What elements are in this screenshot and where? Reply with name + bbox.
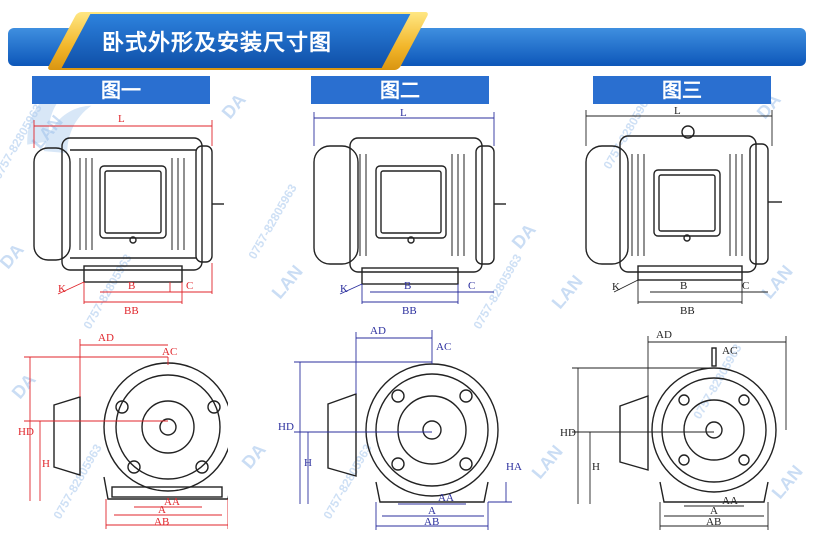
watermark-brand: DA — [238, 440, 270, 473]
dim-label: AD — [98, 332, 114, 344]
dim-label: B — [680, 280, 687, 292]
figure-1-front-view: AD AC HD H AA A AB — [18, 332, 228, 529]
dim-label: AB — [424, 516, 439, 528]
figure-1-label: 图一 — [32, 76, 210, 104]
dim-label: B — [404, 280, 411, 292]
figure-2-front-view: AD AC HD H HA AA A AB — [278, 325, 522, 530]
dim-label: K — [612, 281, 620, 293]
dim-label: AD — [370, 325, 386, 337]
figure-3-label: 图三 — [593, 76, 771, 104]
dim-label: HD — [560, 427, 576, 439]
figure-2-side-view: L B C BB K — [313, 108, 506, 317]
dim-label: BB — [680, 305, 695, 317]
dim-label: AC — [722, 345, 737, 357]
watermark-phone: 0757-82805963 — [245, 181, 299, 261]
dim-label: HD — [278, 421, 294, 433]
dim-label: AB — [706, 516, 721, 528]
dim-label: H — [42, 458, 50, 470]
dim-label: B — [128, 280, 135, 292]
watermark-brand: DA — [508, 220, 540, 253]
dim-label: H — [592, 461, 600, 473]
dim-label: K — [58, 283, 66, 295]
dim-label: HA — [506, 461, 522, 473]
dim-label: AA — [722, 495, 738, 507]
figure-3-front-view: AD AC HD H AA A AB — [560, 329, 787, 530]
dim-label: AB — [154, 516, 169, 528]
dim-label: L — [400, 108, 407, 119]
dim-label: A — [428, 505, 436, 517]
dim-label: AC — [436, 341, 451, 353]
dim-label: AC — [162, 346, 177, 358]
dim-label: AD — [656, 329, 672, 341]
dim-label: C — [742, 280, 749, 292]
dim-label: L — [674, 106, 681, 117]
dim-label: BB — [124, 305, 139, 317]
page-title: 卧式外形及安装尺寸图 — [102, 31, 333, 56]
dim-label: K — [340, 283, 348, 295]
dim-label: C — [186, 280, 193, 292]
dim-label: HD — [18, 426, 34, 438]
dim-label: BB — [402, 305, 417, 317]
figure-2-label: 图二 — [311, 76, 489, 104]
figure-3-side-view: L B C BB K — [585, 106, 782, 317]
dim-label: C — [468, 280, 475, 292]
dim-label: H — [304, 457, 312, 469]
dim-label: AA — [164, 496, 180, 508]
dim-label: L — [118, 113, 125, 125]
dim-label: A — [158, 504, 166, 516]
dim-label: A — [710, 505, 718, 517]
figure-1-side-view: L B C BB K — [33, 113, 224, 317]
dim-label: AA — [438, 492, 454, 504]
